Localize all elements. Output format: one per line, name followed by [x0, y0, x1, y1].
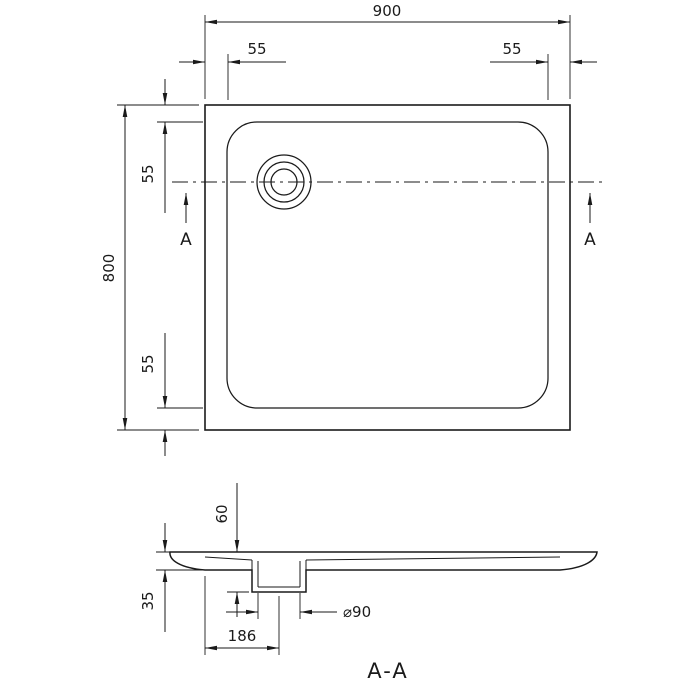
dim-overall-width: 900 — [204, 2, 571, 99]
section-marker-left-label: A — [180, 230, 192, 250]
dim-rim-left-lower: 55 — [139, 333, 203, 456]
dim-rim-height: 35 — [139, 523, 203, 632]
top-view: 900 55 55 800 55 — [100, 2, 602, 456]
dim-overall-height: 800 — [100, 104, 199, 431]
dim-drain-diameter: ⌀90 — [226, 593, 371, 621]
dim-rim-left-upper-label: 55 — [139, 164, 157, 183]
dim-rim-top-left-label: 55 — [247, 40, 266, 58]
dim-drain-offset-label: 186 — [228, 627, 257, 645]
basin-floor-left — [204, 556, 253, 561]
section-marker-left: A — [180, 193, 192, 250]
dim-rim-height-label: 35 — [139, 591, 157, 610]
tray-section-profile — [169, 551, 598, 593]
dim-rim-top-right: 55 — [490, 40, 597, 100]
dim-rim-left-lower-label: 55 — [139, 354, 157, 373]
dim-overall-width-label: 900 — [373, 2, 402, 20]
dim-overall-depth-label: 60 — [213, 504, 231, 523]
dim-overall-height-label: 800 — [100, 254, 118, 283]
dim-drain-diameter-label: ⌀90 — [343, 603, 371, 621]
section-title: A-A — [367, 659, 408, 683]
dim-rim-top-left: 55 — [179, 40, 286, 100]
tray-outer-edge — [204, 104, 571, 431]
dim-drain-offset: 186 — [204, 576, 280, 655]
section-marker-right-label: A — [584, 230, 596, 250]
section-view: 60 35 186 ⌀90 A-A — [139, 483, 598, 683]
tray-basin-inner-edge — [226, 121, 549, 409]
dim-rim-left-upper: 55 — [139, 79, 203, 213]
dim-overall-depth: 60 — [213, 483, 249, 617]
section-marker-right: A — [584, 193, 596, 250]
dim-rim-top-right-label: 55 — [502, 40, 521, 58]
basin-floor-right — [305, 556, 561, 561]
